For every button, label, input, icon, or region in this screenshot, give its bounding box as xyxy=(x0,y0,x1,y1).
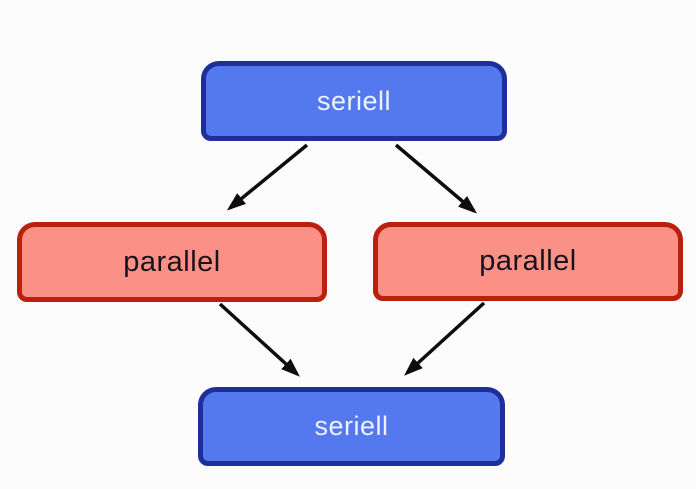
node-parallel-right-label: parallel xyxy=(479,245,577,277)
arrow-top-to-left xyxy=(226,143,309,211)
node-seriell-bottom-label: seriell xyxy=(314,411,389,441)
node-parallel-right: parallel xyxy=(373,222,683,301)
node-parallel-left: parallel xyxy=(17,222,327,302)
arrow-top-to-right xyxy=(394,143,478,214)
node-seriell-bottom: seriell xyxy=(198,387,505,466)
arrow-left-to-bottom xyxy=(218,302,300,377)
node-seriell-top-label: seriell xyxy=(316,85,392,116)
arrow-right-to-bottom xyxy=(404,301,486,376)
node-seriell-top: seriell xyxy=(201,61,507,141)
node-parallel-left-label: parallel xyxy=(123,245,221,278)
